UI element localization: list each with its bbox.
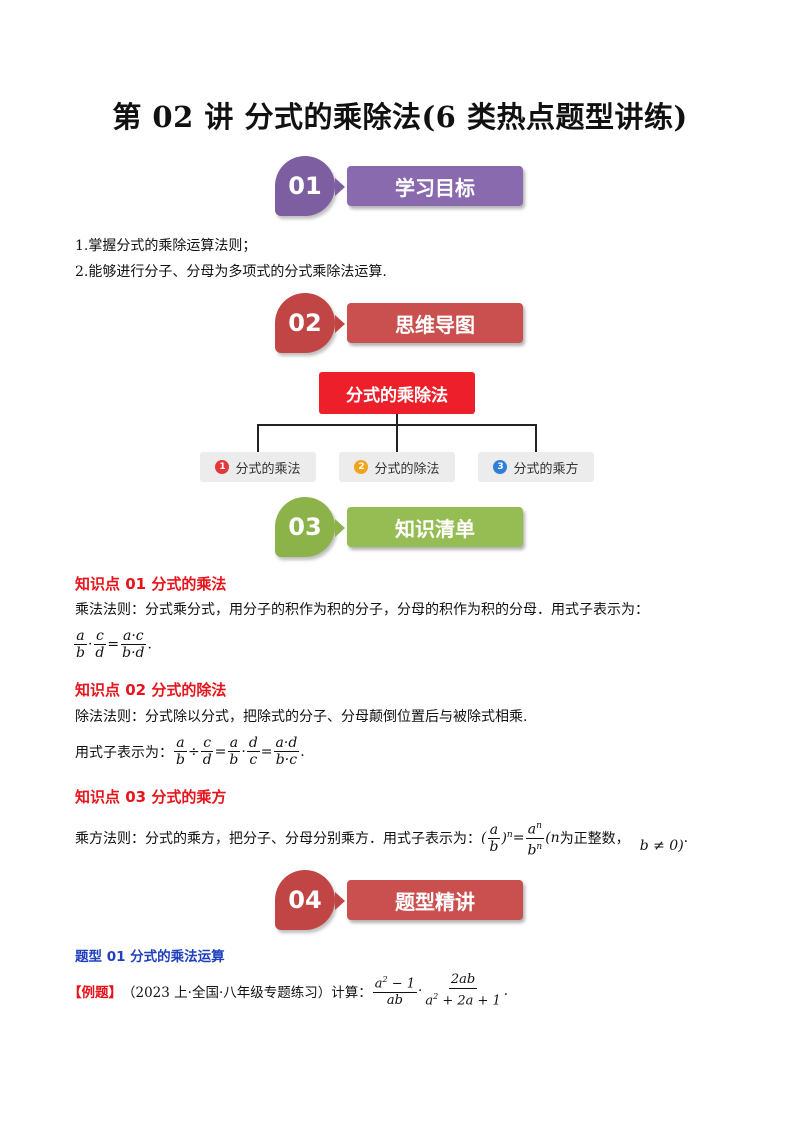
section-badge-04: 04 题型精讲 [275,870,525,930]
section-label: 题型精讲 [347,880,523,920]
mindmap-child-power: 3 分式的乘方 [478,452,594,482]
goal-1: 1.掌握分式的乘除运算法则； [75,238,257,254]
mindmap-root: 分式的乘除法 [319,372,475,414]
section-label: 学习目标 [347,166,523,206]
section-number: 04 [275,870,345,930]
mindmap-child-multiplication: 1 分式的乘法 [200,452,316,482]
section-badge-02: 02 思维导图 [275,293,525,353]
mindmap-child-division: 2 分式的除法 [339,452,455,482]
topic-heading: 题型 01 分式的乘法运算 [75,949,225,965]
mindmap-connector [535,424,537,452]
section-badge-01: 01 学习目标 [275,156,525,216]
section-number: 03 [275,497,345,557]
section-label: 知识清单 [347,507,523,547]
number-3-icon: 3 [493,460,508,474]
goal-2: 2.能够进行分子、分母为多项式的分式乘除法运算. [75,264,387,280]
mindmap-connector [257,424,259,452]
number-1-icon: 1 [215,460,230,474]
example-tag: 【例题】 [68,984,122,1001]
knowledge-text-1: 乘法法则：分式乘分式，用分子的积作为积的分子，分母的积作为积的分母．用式子表示为… [75,602,649,618]
page-title: 第 02 讲 分式的乘除法(6 类热点题型讲练) [112,100,688,134]
mindmap-connector [396,424,398,452]
knowledge-text-2: 除法法则：分式除以分式，把除式的分子、分母颠倒位置后与被除式相乘. [75,709,528,725]
mindmap-connector [396,414,398,426]
section-number: 02 [275,293,345,353]
knowledge-heading-3: 知识点 03 分式的乘方 [75,788,227,806]
knowledge-heading-2: 知识点 02 分式的除法 [75,681,227,699]
section-number: 01 [275,156,345,216]
number-2-icon: 2 [354,460,369,474]
section-label: 思维导图 [347,303,523,343]
example-source: （2023 上·全国·八年级专题练习）计算： [122,984,372,1001]
knowledge-heading-1: 知识点 01 分式的乘法 [75,575,227,593]
section-badge-03: 03 知识清单 [275,497,525,557]
